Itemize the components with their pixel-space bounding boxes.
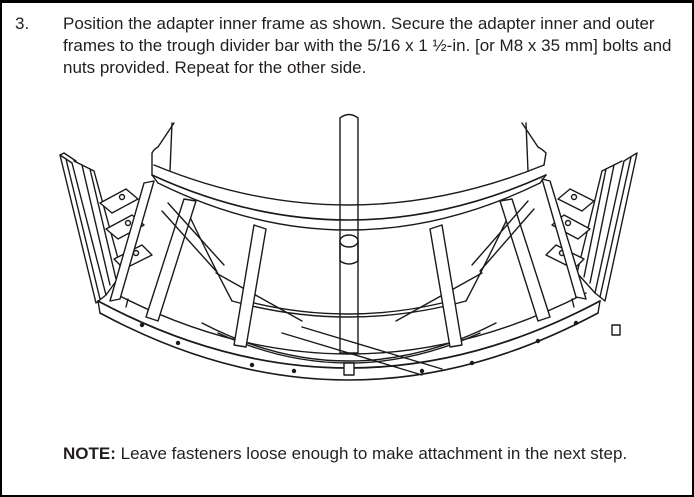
right-side-panel	[576, 152, 638, 302]
left-side-panel	[59, 152, 123, 304]
note-label: NOTE:	[63, 444, 116, 463]
step-number: 3.	[15, 14, 30, 33]
support-struts	[109, 178, 587, 348]
inner-cone	[187, 212, 511, 322]
upper-ring	[151, 164, 547, 231]
step-instruction-text: Position the adapter inner frame as show…	[63, 14, 672, 77]
hopper-body	[151, 122, 547, 176]
note-body: Leave fasteners loose enough to make att…	[115, 444, 628, 463]
center-divider-bar	[339, 113, 621, 376]
hopper-top-edges	[157, 122, 539, 148]
note-text: NOTE: Leave fasteners loose enough to ma…	[63, 443, 683, 465]
adapter-frame-illustration	[59, 113, 638, 381]
